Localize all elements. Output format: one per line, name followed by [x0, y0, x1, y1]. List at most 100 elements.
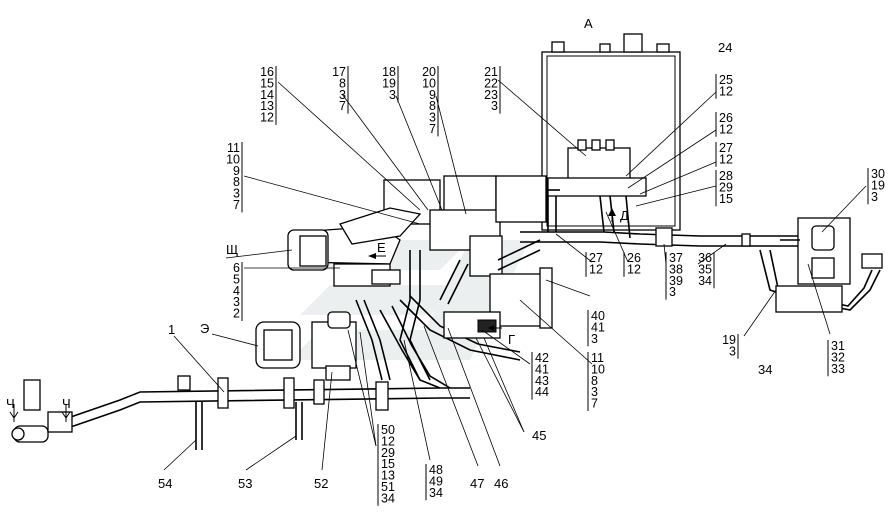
- callout-stack-item: 12: [381, 434, 395, 448]
- callout-stack-item: 3: [233, 187, 240, 201]
- callout-stack-item: 3: [871, 190, 878, 204]
- callout-stack-item: 13: [260, 99, 274, 113]
- callout-1: 1: [168, 322, 175, 337]
- callout-stack-item: 10: [226, 152, 240, 166]
- letter-shch: Щ: [226, 242, 238, 257]
- callout-stack-item: 3: [339, 88, 346, 102]
- callout-stack-s20: 193: [722, 333, 739, 359]
- callout-stack-item: 7: [429, 122, 436, 136]
- tank-assembly: [541, 33, 681, 231]
- callout-stack-item: 11: [227, 141, 240, 155]
- callout-stack-item: 29: [381, 446, 395, 460]
- callout-stack-item: 34: [698, 274, 712, 288]
- callout-stack-item: 38: [669, 262, 683, 276]
- callout-stack-item: 28: [719, 169, 733, 183]
- callout-numbers: 24 1 45 34 54 53 52 47 46: [158, 40, 772, 491]
- callout-stack-item: 12: [627, 262, 641, 276]
- callout-stack-item: 12: [589, 262, 603, 276]
- letter-ch-right: Ч: [62, 396, 71, 411]
- letter-d: Д: [620, 208, 629, 223]
- callout-stack-item: 7: [591, 397, 598, 411]
- callout-stack-item: 42: [535, 351, 549, 365]
- callout-52: 52: [314, 476, 328, 491]
- callout-stack-item: 5: [233, 272, 240, 286]
- callout-stack-item: 12: [719, 152, 733, 166]
- callout-stack-item: 40: [591, 309, 605, 323]
- lower-valve-block: [255, 311, 357, 381]
- callout-stack-item: 19: [722, 333, 736, 347]
- callout-24: 24: [718, 40, 732, 55]
- callout-45: 45: [532, 428, 546, 443]
- callout-54: 54: [158, 476, 172, 491]
- callout-53: 53: [238, 476, 252, 491]
- callout-stack-item: 33: [831, 362, 845, 376]
- letter-a: А: [584, 16, 593, 31]
- callout-stack-item: 31: [831, 339, 845, 353]
- right-cylinder-group: [655, 217, 883, 313]
- callout-stack-item: 15: [719, 192, 733, 206]
- callout-stack-item: 51: [381, 480, 395, 494]
- callout-stack-item: 3: [729, 344, 736, 358]
- callout-stack-item: 19: [871, 178, 885, 192]
- callout-stack-item: 49: [429, 474, 443, 488]
- letter-e: Е: [377, 240, 386, 255]
- callout-stack-item: 39: [669, 274, 683, 288]
- distributor-block: [443, 267, 553, 339]
- letter-ch-left: Ч: [6, 396, 15, 411]
- callout-stack-item: 8: [591, 374, 598, 388]
- left-end-fitting: [9, 379, 73, 443]
- callout-stack-item: 26: [719, 111, 733, 125]
- callout-stack-item: 27: [589, 251, 603, 265]
- callout-stack-item: 3: [591, 332, 598, 346]
- callout-stack-item: 3: [429, 111, 436, 125]
- callout-stack-item: 16: [260, 65, 274, 79]
- callout-stack-item: 36: [698, 251, 712, 265]
- callout-stack-item: 6: [233, 261, 240, 275]
- callout-stack-item: 29: [719, 180, 733, 194]
- callout-stack-item: 26: [627, 251, 641, 265]
- callout-stack-item: 3: [491, 99, 498, 113]
- callout-stack-item: 12: [719, 84, 733, 98]
- callout-stack-item: 44: [535, 385, 549, 399]
- callout-stack-item: 25: [719, 73, 733, 87]
- callout-stack-item: 34: [381, 491, 395, 505]
- callout-stack-item: 41: [591, 320, 605, 334]
- callout-stack-item: 12: [719, 122, 733, 136]
- hose-lines: [355, 195, 800, 389]
- callout-stack-item: 8: [233, 175, 240, 189]
- callout-stack-item: 19: [382, 76, 396, 90]
- callout-stack-item: 30: [871, 167, 885, 181]
- callout-stack-item: 18: [382, 65, 396, 79]
- callout-stack-item: 34: [429, 486, 443, 500]
- callout-stack-item: 3: [389, 88, 396, 102]
- callout-stack-item: 2: [233, 307, 240, 321]
- callout-stack-item: 7: [339, 99, 346, 113]
- callout-stack-item: 3: [591, 385, 598, 399]
- letter-eh: Э: [200, 321, 209, 336]
- callout-stack-item: 8: [429, 99, 436, 113]
- callout-stack-item: 12: [260, 111, 274, 125]
- callout-stack-item: 4: [233, 284, 240, 298]
- flow-arrows: [368, 208, 616, 331]
- callout-stack-item: 17: [332, 65, 346, 79]
- callout-stack-item: 7: [233, 198, 240, 212]
- callout-stack-item: 11: [591, 351, 604, 365]
